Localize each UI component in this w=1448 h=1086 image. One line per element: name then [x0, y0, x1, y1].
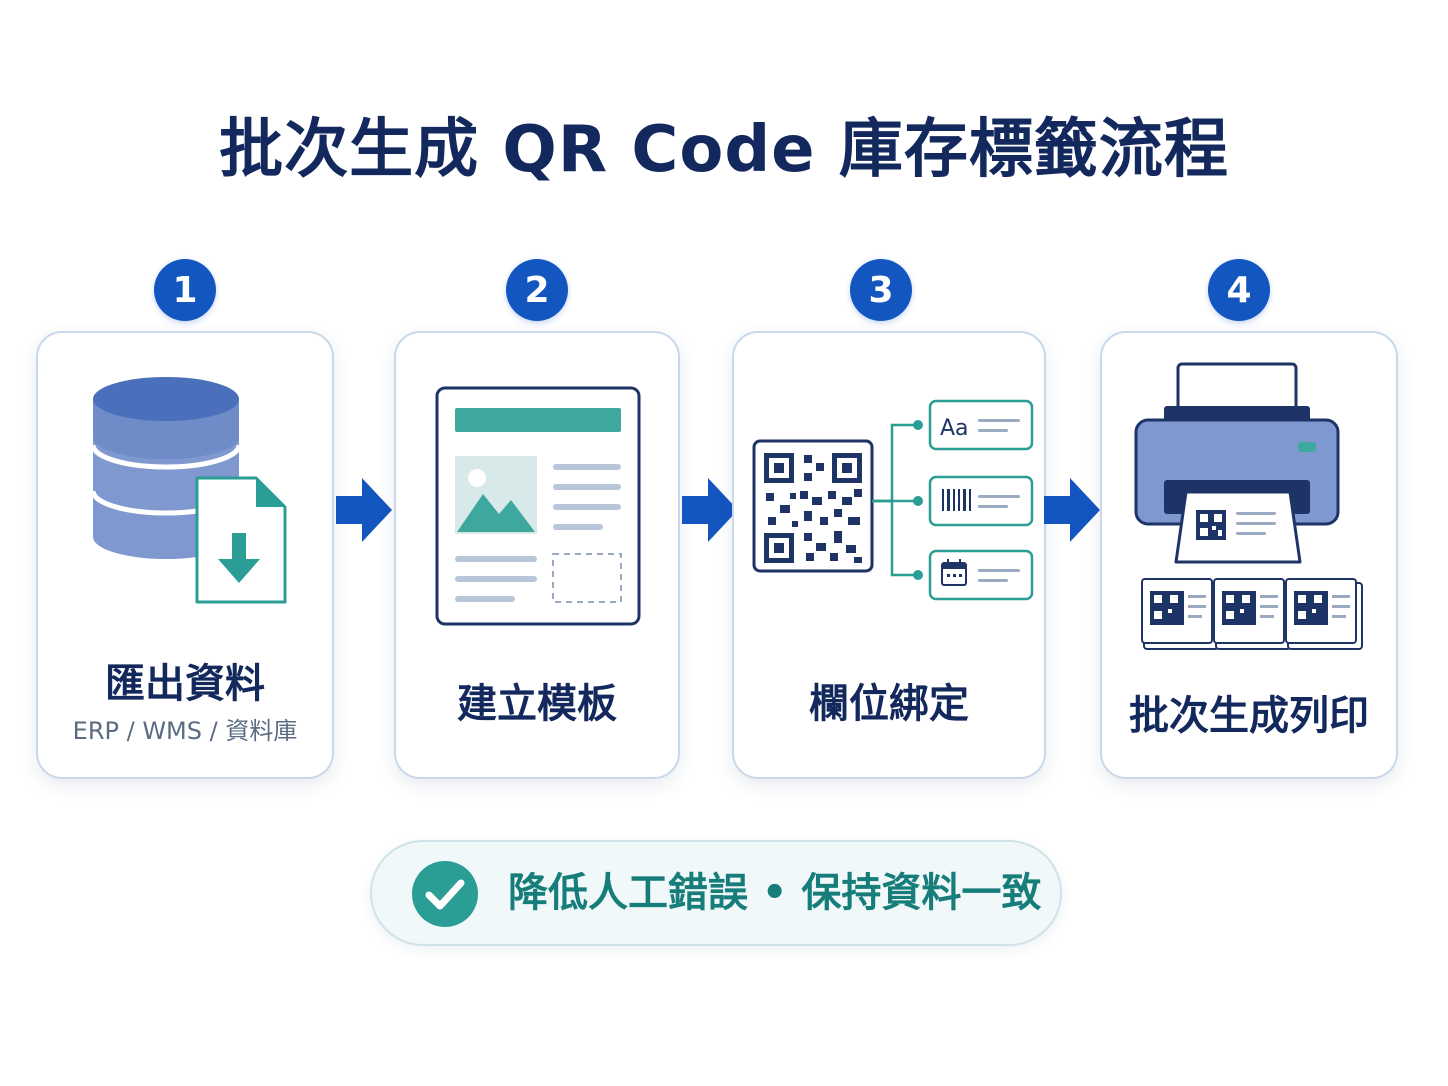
text-field-icon: Aa	[928, 399, 1034, 451]
step-1-sublabel: ERP / WMS / 資料庫	[72, 717, 298, 745]
qr-code-icon	[752, 439, 874, 573]
step-4-badge: 4	[1208, 259, 1270, 321]
step-4-label: 批次生成列印	[1129, 693, 1369, 739]
text-field-label: Aa	[940, 416, 969, 441]
checkmark-circle-icon	[412, 861, 478, 927]
step-1-badge: 1	[154, 259, 216, 321]
flow-arrow-1	[336, 478, 392, 546]
image-placeholder-icon	[455, 456, 537, 534]
step-3-card: Aa 欄位綁定	[732, 331, 1046, 779]
label-sheet-icon	[1141, 578, 1363, 650]
flow-arrow-2	[682, 478, 738, 546]
step-1-label: 匯出資料	[105, 661, 265, 707]
calendar-field-icon	[928, 549, 1034, 601]
step-2-badge: 2	[506, 259, 568, 321]
benefit-text: 降低人工錯誤 • 保持資料一致	[508, 870, 1042, 916]
step-1-card: 匯出資料 ERP / WMS / 資料庫	[36, 331, 334, 779]
benefit-banner: 降低人工錯誤 • 保持資料一致	[370, 840, 1062, 946]
step-2-label: 建立模板	[457, 681, 617, 727]
barcode-field-icon	[928, 475, 1034, 527]
file-download-icon	[195, 476, 287, 604]
flow-arrow-3	[1044, 478, 1100, 546]
step-4-card: 批次生成列印	[1100, 331, 1398, 779]
page-title: 批次生成 QR Code 庫存標籤流程	[219, 113, 1229, 187]
template-layout-icon	[435, 386, 641, 626]
step-3-label: 欄位綁定	[809, 681, 969, 727]
step-3-badge: 3	[850, 259, 912, 321]
printer-icon	[1134, 362, 1340, 564]
field-binding-graphic: Aa	[752, 399, 1034, 601]
step-2-card: 建立模板	[394, 331, 680, 779]
